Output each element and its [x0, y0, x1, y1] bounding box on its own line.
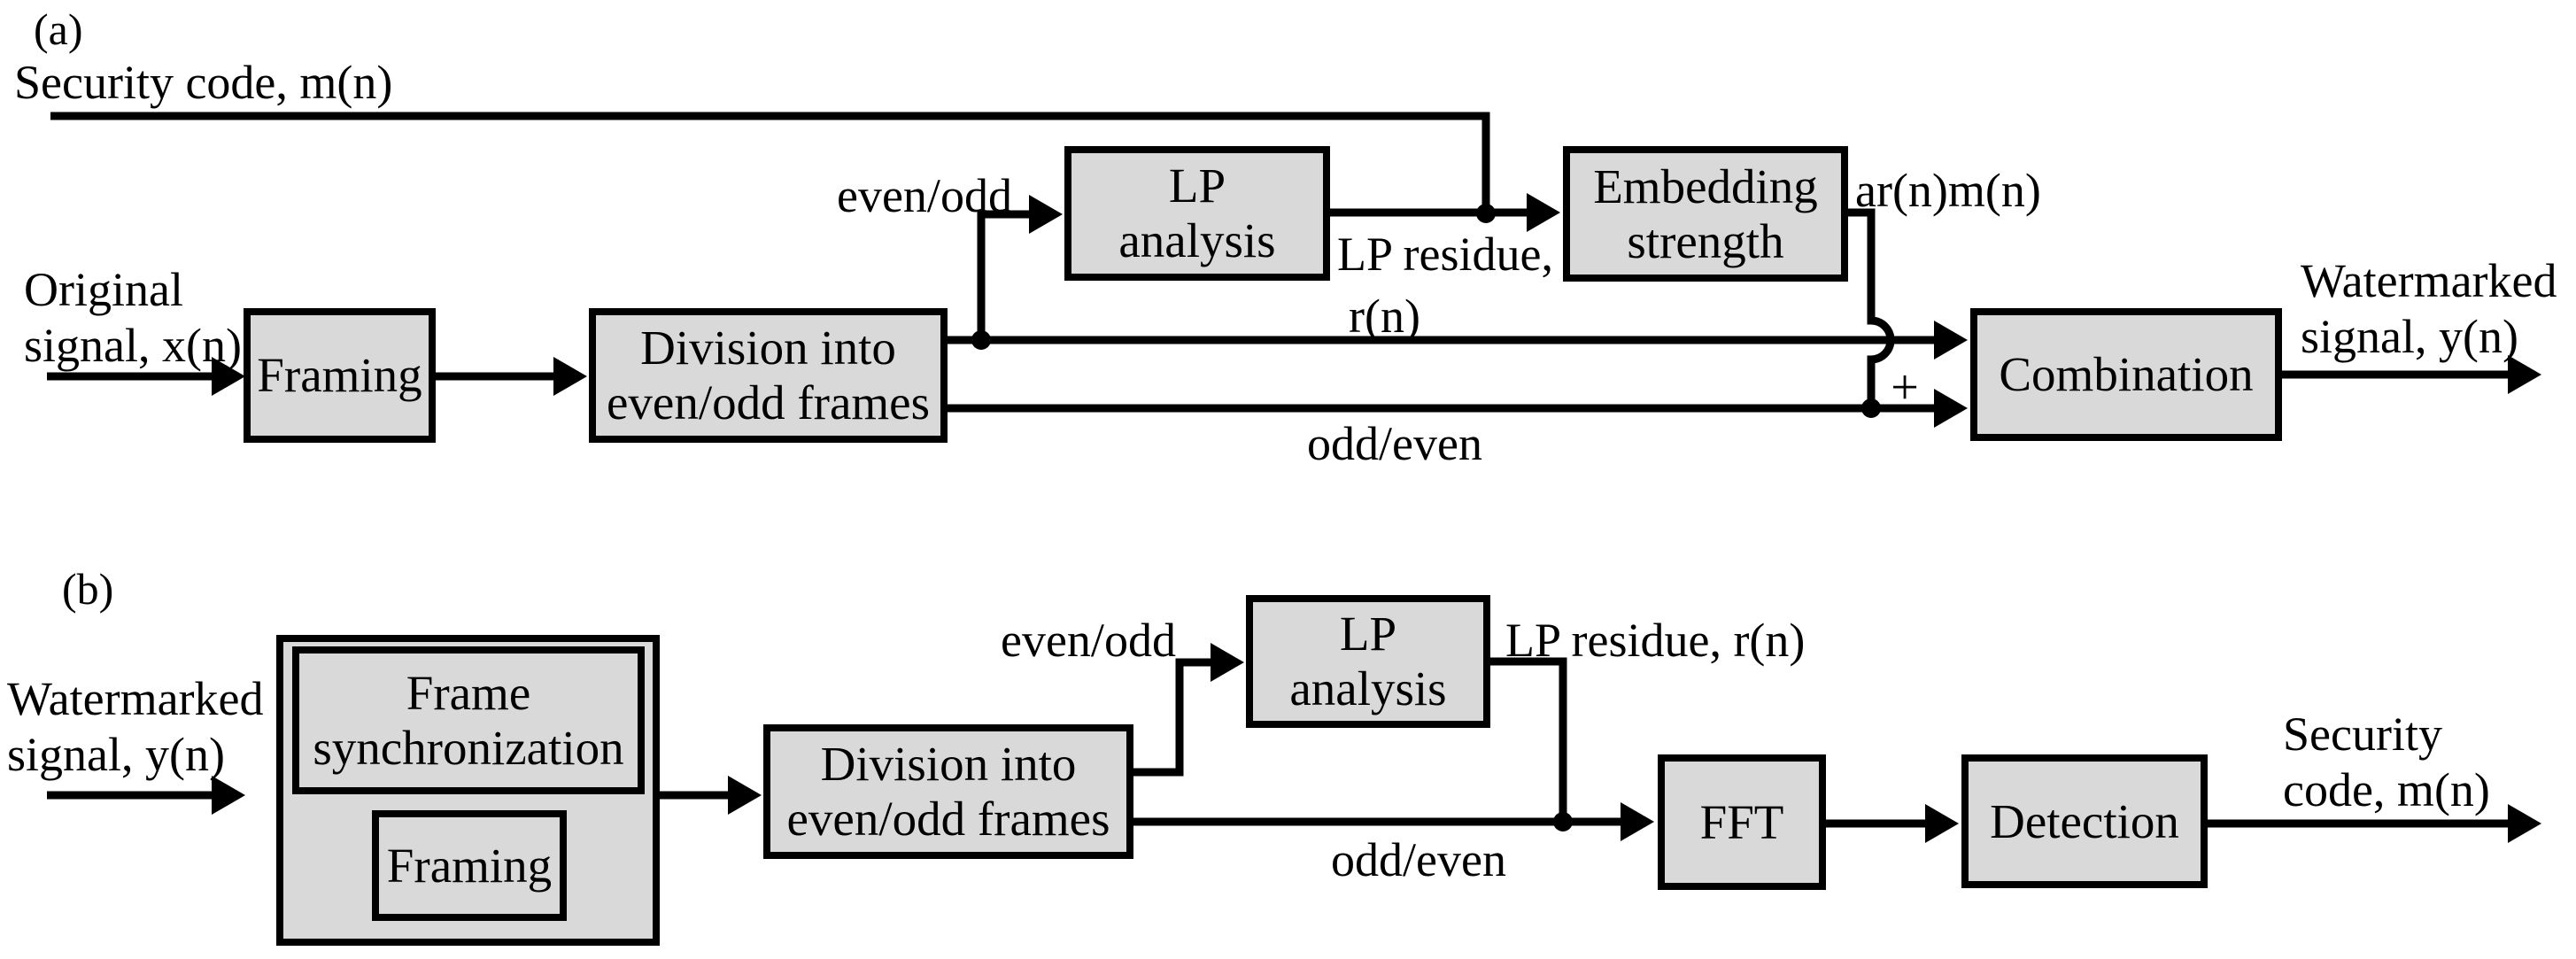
wire-lp-residue-b [1490, 657, 1567, 822]
arrowhead-into-sync-box [212, 776, 245, 815]
panel-a-wires [47, 112, 2541, 428]
wire-evenodd-riser-b [1133, 658, 1215, 777]
arrowhead-into-embedding [1527, 193, 1560, 232]
embedding-strength-box: Embedding strength [1563, 146, 1848, 282]
arrowhead-into-combination-bottom [1934, 389, 1968, 428]
junction-dot-security-residue [1476, 204, 1496, 223]
arrowhead-into-lp-analysis-a [1029, 195, 1063, 234]
panel-b-tag: (b) [62, 564, 114, 614]
residue-symbol-label-a: r(n) [1349, 290, 1420, 343]
watermarked-output-label-a: Watermarked signal, y(n) [2301, 254, 2557, 363]
panel-b-wires [47, 643, 2541, 843]
arrowhead-into-detection [1925, 804, 1959, 843]
original-signal-label: Original signal, x(n) [24, 263, 242, 372]
plus-sign: + [1891, 360, 1919, 415]
lp-analysis-box-b: LP analysis [1246, 595, 1490, 728]
arrowhead-into-division-a [553, 357, 587, 396]
fft-box: FFT [1658, 754, 1826, 890]
arrowhead-into-lp-analysis-b [1211, 643, 1244, 682]
watermark-term-label: ar(n)m(n) [1855, 164, 2041, 217]
summing-junction-dot [1861, 398, 1881, 418]
arrowhead-security-out [2508, 804, 2541, 843]
security-code-input-label: Security code, m(n) [14, 56, 393, 109]
framing-box-a: Framing [244, 308, 436, 443]
arrowhead-into-division-b [728, 776, 762, 815]
division-box-b: Division into even/odd frames [763, 724, 1133, 859]
junction-dot-residue-oddeven-b [1553, 812, 1573, 831]
junction-dot-evenodd-a [971, 330, 991, 350]
even-odd-label-b: even/odd [1001, 614, 1176, 667]
detection-box: Detection [1961, 754, 2208, 888]
lp-residue-label-b: LP residue, r(n) [1505, 614, 1806, 667]
wire-embedding-out-with-hop [1848, 208, 1895, 408]
arrowhead-into-framing-a [212, 357, 245, 396]
security-code-output-label: Security code, m(n) [2283, 708, 2490, 816]
frame-synchronization-box: Frame synchronization [292, 646, 645, 794]
even-odd-label-a: even/odd [837, 169, 1012, 222]
arrowhead-watermarked-out [2508, 355, 2541, 394]
odd-even-label-b: odd/even [1331, 833, 1506, 886]
division-box-a: Division into even/odd frames [589, 308, 948, 443]
arrowhead-into-combination-top [1934, 321, 1968, 360]
lp-analysis-box-a: LP analysis [1064, 146, 1330, 281]
watermarked-input-label-b: Watermarked signal, y(n) [7, 672, 264, 781]
wire-evenodd-riser-a [977, 210, 1033, 340]
wire-security-code [50, 112, 1490, 209]
combination-box: Combination [1970, 308, 2282, 441]
odd-even-label-a: odd/even [1307, 417, 1482, 470]
panel-a-tag: (a) [34, 4, 83, 54]
framing-box-b: Framing [372, 810, 567, 921]
arrowhead-into-fft [1621, 802, 1654, 841]
lp-residue-label-a: LP residue, [1337, 228, 1553, 281]
